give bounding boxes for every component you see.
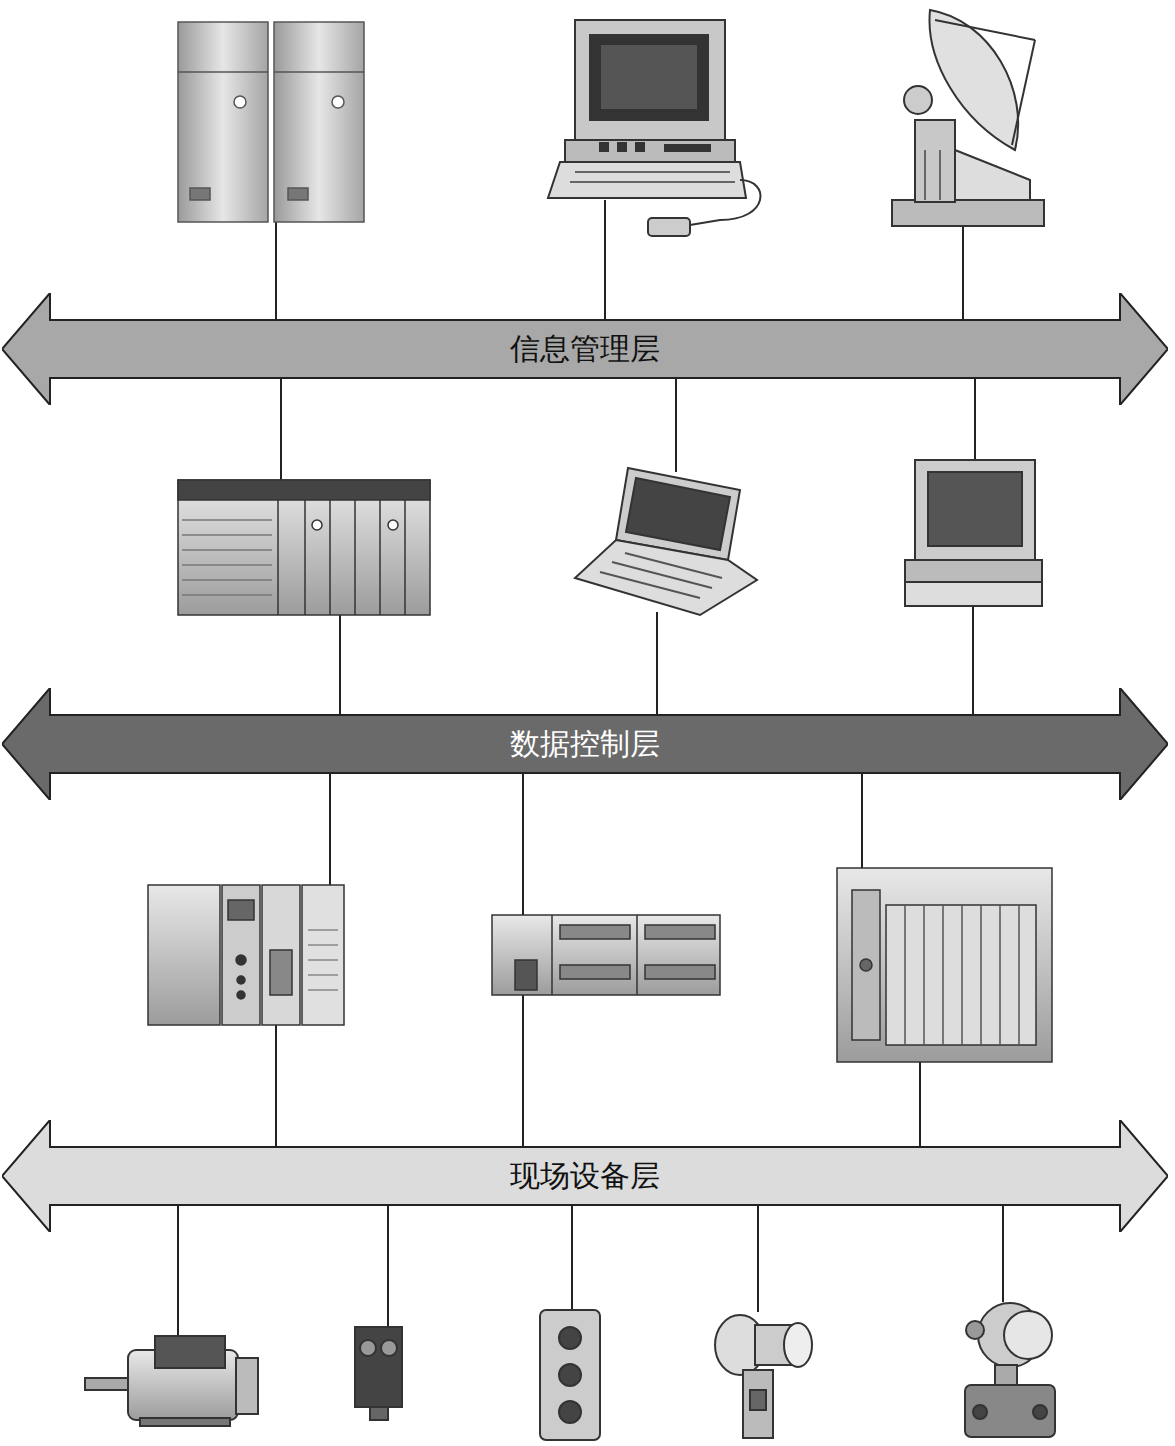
band-outline [2,688,1168,800]
layer-band: 数据控制层 [2,688,1168,800]
band-outline [2,1120,1168,1232]
layer-label: 信息管理层 [510,329,660,370]
layer-band: 信息管理层 [2,293,1168,405]
layer-label: 数据控制层 [510,724,660,765]
layer-label: 现场设备层 [510,1156,660,1197]
layer-band: 现场设备层 [2,1120,1168,1232]
band-outline [2,293,1168,405]
